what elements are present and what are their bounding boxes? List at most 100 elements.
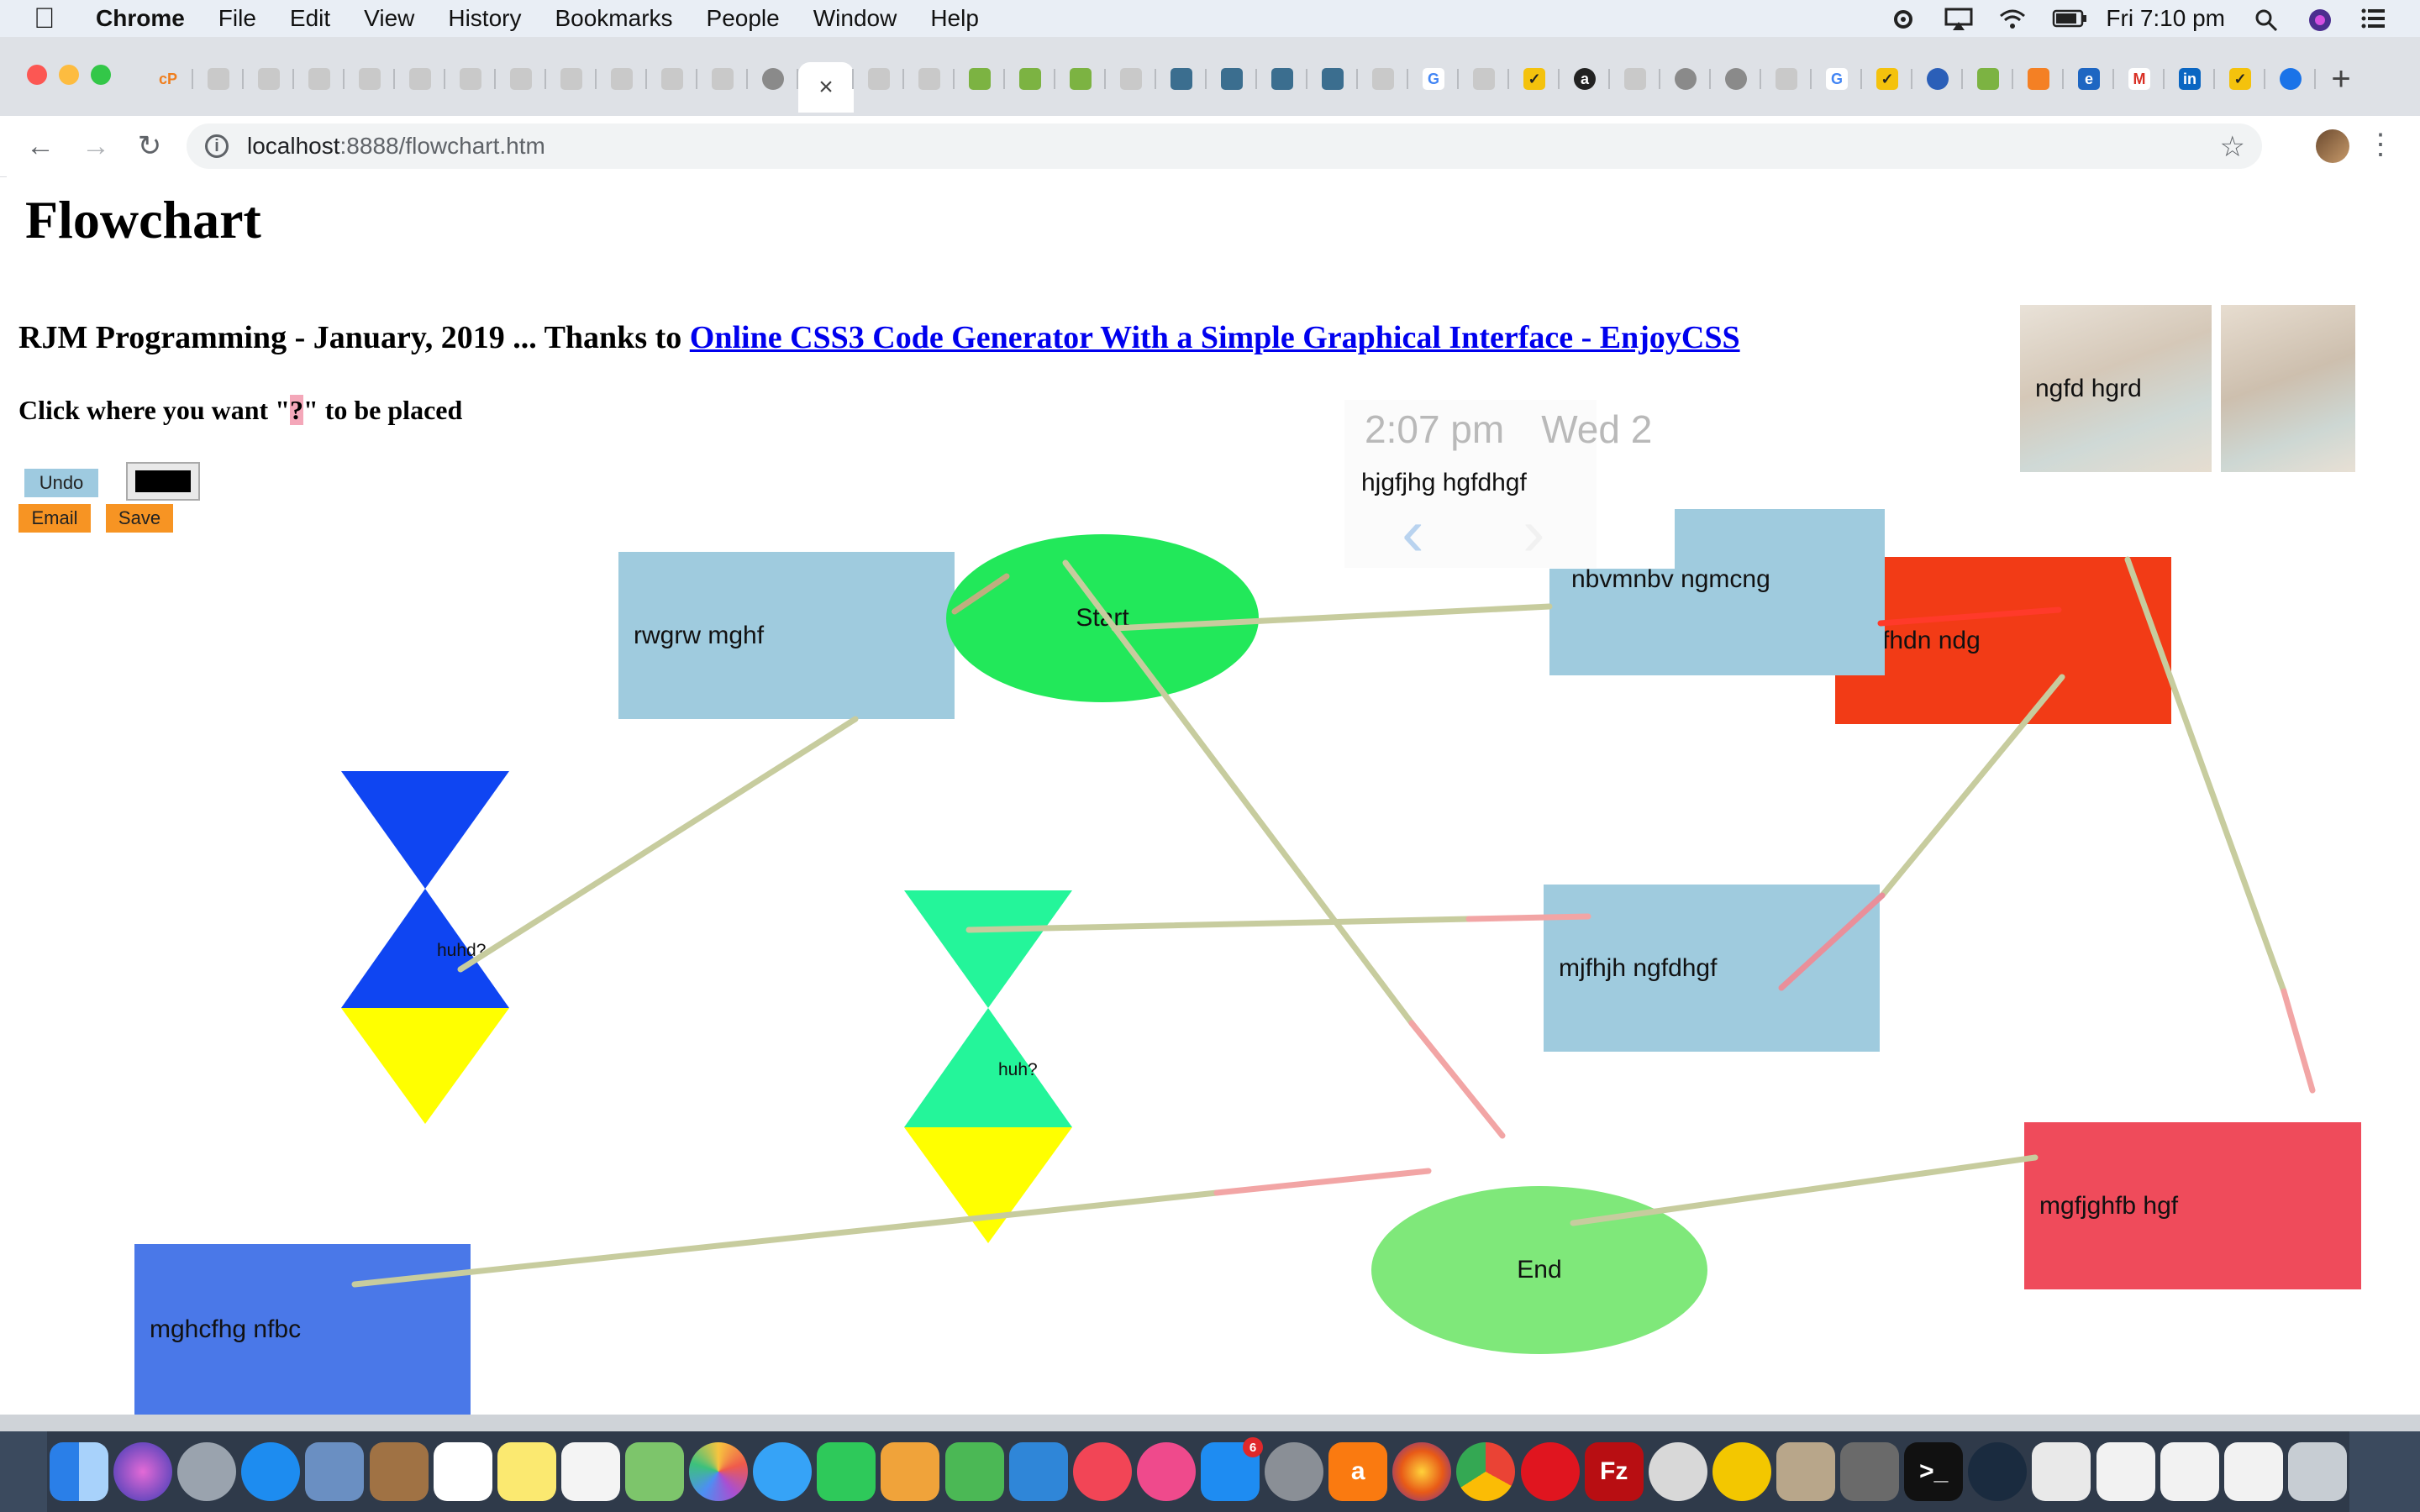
safari-icon[interactable] — [241, 1442, 301, 1501]
tab[interactable]: cP — [143, 62, 193, 96]
chrome-menu-icon[interactable]: ⋮ — [2366, 129, 2395, 160]
tab[interactable]: a — [1560, 62, 1610, 96]
gitbook-dock-icon[interactable] — [1648, 1442, 1707, 1501]
notification-center-icon[interactable] — [2361, 8, 2386, 29]
airplay-icon[interactable] — [1944, 8, 1973, 30]
menu-history[interactable]: History — [448, 5, 522, 31]
site-info-icon[interactable]: i — [205, 134, 229, 158]
pages-icon[interactable] — [881, 1442, 940, 1501]
quicktime-icon[interactable] — [1968, 1442, 2028, 1501]
chrome-dock-icon[interactable] — [1456, 1442, 1516, 1501]
tab[interactable] — [1005, 62, 1055, 96]
tab[interactable] — [1156, 62, 1207, 96]
tab[interactable]: G — [1812, 62, 1862, 96]
menu-help[interactable]: Help — [930, 5, 979, 31]
menu-window[interactable]: Window — [813, 5, 897, 31]
reminders-icon[interactable] — [560, 1442, 620, 1501]
tab-active-flowchart[interactable]: × — [798, 62, 854, 113]
minimize-window-button[interactable] — [59, 65, 79, 85]
tab[interactable] — [748, 62, 798, 96]
tab[interactable]: ✓ — [1862, 62, 1912, 96]
news-icon[interactable] — [1072, 1442, 1132, 1501]
siri-icon[interactable] — [2307, 8, 2333, 31]
tab[interactable] — [697, 62, 748, 96]
reload-icon[interactable]: ↻ — [137, 130, 162, 162]
tab[interactable] — [904, 62, 955, 96]
tab[interactable] — [1257, 62, 1307, 96]
box-mjfhjh[interactable]: mjfhjh ngfdhgf — [1544, 885, 1880, 1052]
box-red[interactable]: fhdn ndg — [1835, 557, 2171, 724]
menu-app-name[interactable]: Chrome — [96, 5, 185, 31]
new-tab-button[interactable]: + — [2331, 60, 2351, 97]
profile-avatar[interactable] — [2316, 129, 2349, 163]
itunes-icon[interactable] — [1136, 1442, 1196, 1501]
tab[interactable]: M — [2114, 62, 2165, 96]
photos-icon[interactable] — [689, 1442, 749, 1501]
opera-icon[interactable] — [1520, 1442, 1580, 1501]
tab[interactable] — [445, 62, 496, 96]
bookmark-star-icon[interactable]: ☆ — [2219, 131, 2245, 163]
tab[interactable] — [496, 62, 546, 96]
tab[interactable] — [345, 62, 395, 96]
numbers-icon[interactable] — [944, 1442, 1004, 1501]
wifi-icon[interactable] — [1998, 8, 2026, 29]
tab[interactable] — [1106, 62, 1156, 96]
tab[interactable] — [597, 62, 647, 96]
box-mghcfhg[interactable]: mghcfhg nfbc — [134, 1244, 471, 1415]
paintbrush-icon[interactable] — [1776, 1442, 1835, 1501]
tab[interactable] — [1307, 62, 1358, 96]
carousel-next-icon[interactable]: › — [1523, 495, 1545, 570]
tab[interactable]: ✓ — [2215, 62, 2265, 96]
tab[interactable]: G — [1408, 62, 1459, 96]
calendar-icon[interactable] — [433, 1442, 492, 1501]
mail-icon[interactable] — [305, 1442, 365, 1501]
tab[interactable] — [1358, 62, 1408, 96]
back-arrow-icon[interactable]: ← — [26, 129, 55, 162]
color-picker[interactable] — [126, 462, 200, 501]
menu-view[interactable]: View — [364, 5, 415, 31]
menu-people[interactable]: People — [706, 5, 780, 31]
app-store-icon[interactable]: 6 — [1201, 1437, 1264, 1501]
undo-button[interactable]: Undo — [24, 469, 98, 497]
tab[interactable] — [395, 62, 445, 96]
tab[interactable] — [2265, 62, 2316, 96]
trash-icon[interactable] — [2287, 1442, 2347, 1501]
tab[interactable] — [294, 62, 345, 96]
tab[interactable] — [1610, 62, 1660, 96]
tab[interactable]: in — [2165, 62, 2215, 96]
messages-icon[interactable] — [753, 1442, 813, 1501]
tab[interactable] — [1761, 62, 1812, 96]
decision-shape-2[interactable] — [904, 890, 1072, 1243]
zoom-window-button[interactable] — [91, 65, 111, 85]
contacts-icon[interactable] — [369, 1442, 429, 1501]
email-button[interactable]: Email — [18, 504, 91, 533]
system-preferences-icon[interactable] — [1265, 1442, 1324, 1501]
launchpad-icon[interactable] — [177, 1442, 237, 1501]
menu-edit[interactable]: Edit — [289, 5, 331, 31]
enjoycss-link[interactable]: Online CSS3 Code Generator With a Simple… — [689, 320, 1740, 355]
maps-icon[interactable] — [625, 1442, 685, 1501]
tab[interactable]: e — [2064, 62, 2114, 96]
gimp-icon[interactable] — [1840, 1442, 1900, 1501]
save-button[interactable]: Save — [106, 504, 173, 533]
tab[interactable] — [647, 62, 697, 96]
gear-status-icon[interactable] — [1891, 8, 1916, 29]
menu-bookmarks[interactable]: Bookmarks — [555, 5, 673, 31]
tab[interactable] — [546, 62, 597, 96]
tab[interactable] — [1963, 62, 2013, 96]
apple-menu-icon[interactable]:  — [34, 3, 71, 35]
tab[interactable]: ✓ — [1509, 62, 1560, 96]
tab[interactable] — [1055, 62, 1106, 96]
battery-icon[interactable] — [2052, 8, 2087, 29]
tab[interactable] — [2013, 62, 2064, 96]
tab[interactable] — [1711, 62, 1761, 96]
wine-icon[interactable] — [1712, 1442, 1771, 1501]
end-ellipse[interactable]: End — [1371, 1186, 1707, 1354]
box-mgfjghfb[interactable]: mgfjghfb hgf — [2024, 1122, 2361, 1289]
tab[interactable] — [1207, 62, 1257, 96]
documents-stack-icon[interactable] — [2160, 1442, 2219, 1501]
keynote-icon[interactable] — [1008, 1442, 1068, 1501]
tab[interactable] — [1660, 62, 1711, 96]
forward-arrow-icon[interactable]: → — [82, 129, 110, 162]
preview-icon[interactable] — [2032, 1442, 2091, 1501]
